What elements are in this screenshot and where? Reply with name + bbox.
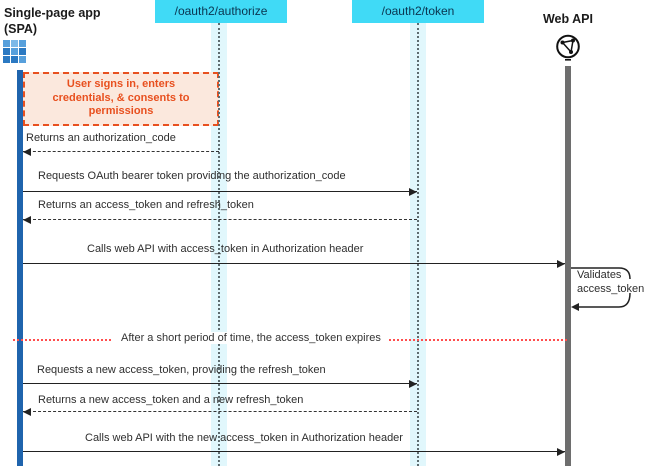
arrowhead-icon bbox=[409, 380, 417, 388]
arrowhead-icon bbox=[557, 448, 565, 456]
self-message-validates-loop bbox=[571, 267, 631, 311]
grid-square bbox=[11, 48, 18, 55]
grid-square bbox=[19, 56, 26, 63]
note-line: credentials, & consents to bbox=[52, 91, 190, 104]
grid-square bbox=[19, 40, 26, 47]
message-arrow bbox=[23, 451, 565, 452]
self-message-line1: Validates bbox=[577, 269, 622, 281]
message-arrow bbox=[23, 411, 417, 412]
grid-square bbox=[3, 48, 10, 55]
message-arrow bbox=[23, 151, 219, 152]
message-arrow bbox=[23, 191, 417, 192]
message-arrow bbox=[23, 219, 417, 220]
endpoint-token: /oauth2/token bbox=[352, 0, 484, 23]
spa-activation-bar bbox=[17, 70, 23, 466]
self-message-validates: Validates access_token bbox=[577, 268, 644, 296]
arrowhead-icon bbox=[23, 216, 31, 224]
expiry-separator-text: After a short period of time, the access… bbox=[113, 332, 389, 344]
message-label: Requests a new access_token, providing t… bbox=[37, 364, 326, 376]
note-line: permissions bbox=[88, 105, 154, 117]
webapi-activation-bar bbox=[565, 66, 571, 466]
token-lifeline-dotted bbox=[417, 23, 419, 466]
spa-actor-label-line1: Single-page app bbox=[4, 6, 101, 20]
message-label: Calls web API with access_token in Autho… bbox=[87, 243, 364, 255]
globe-icon bbox=[556, 34, 580, 61]
message-label: Returns an access_token and refresh_toke… bbox=[38, 199, 254, 211]
message-arrow bbox=[23, 383, 417, 384]
message-label: Returns an authorization_code bbox=[26, 132, 176, 144]
arrowhead-icon bbox=[23, 408, 31, 416]
endpoint-authorize: /oauth2/authorize bbox=[155, 0, 287, 23]
grid-square bbox=[3, 40, 10, 47]
self-message-line2: access_token bbox=[577, 283, 645, 295]
authorize-lifeline-dotted bbox=[218, 23, 220, 466]
arrowhead-icon bbox=[409, 188, 417, 196]
message-arrow bbox=[23, 263, 565, 264]
expiry-separator: After a short period of time, the access… bbox=[13, 332, 567, 344]
grid-square bbox=[3, 56, 10, 63]
note-user-signin: User signs in, enters credentials, & con… bbox=[23, 72, 219, 126]
webapi-label: Web API bbox=[542, 12, 593, 26]
grid-square bbox=[11, 40, 18, 47]
note-line: User signs in, enters bbox=[66, 78, 176, 90]
app-grid-icon bbox=[3, 40, 28, 65]
spa-actor-label: Single-page app (SPA) bbox=[4, 6, 101, 37]
message-label: Requests OAuth bearer token providing th… bbox=[38, 170, 346, 182]
arrowhead-icon bbox=[23, 148, 31, 156]
arrowhead-icon bbox=[557, 260, 565, 268]
spa-actor-label-line2: (SPA) bbox=[4, 21, 38, 36]
message-label: Calls web API with the new access_token … bbox=[85, 432, 403, 444]
grid-square bbox=[19, 48, 26, 55]
grid-square bbox=[11, 56, 18, 63]
message-label: Returns a new access_token and a new ref… bbox=[38, 394, 304, 406]
